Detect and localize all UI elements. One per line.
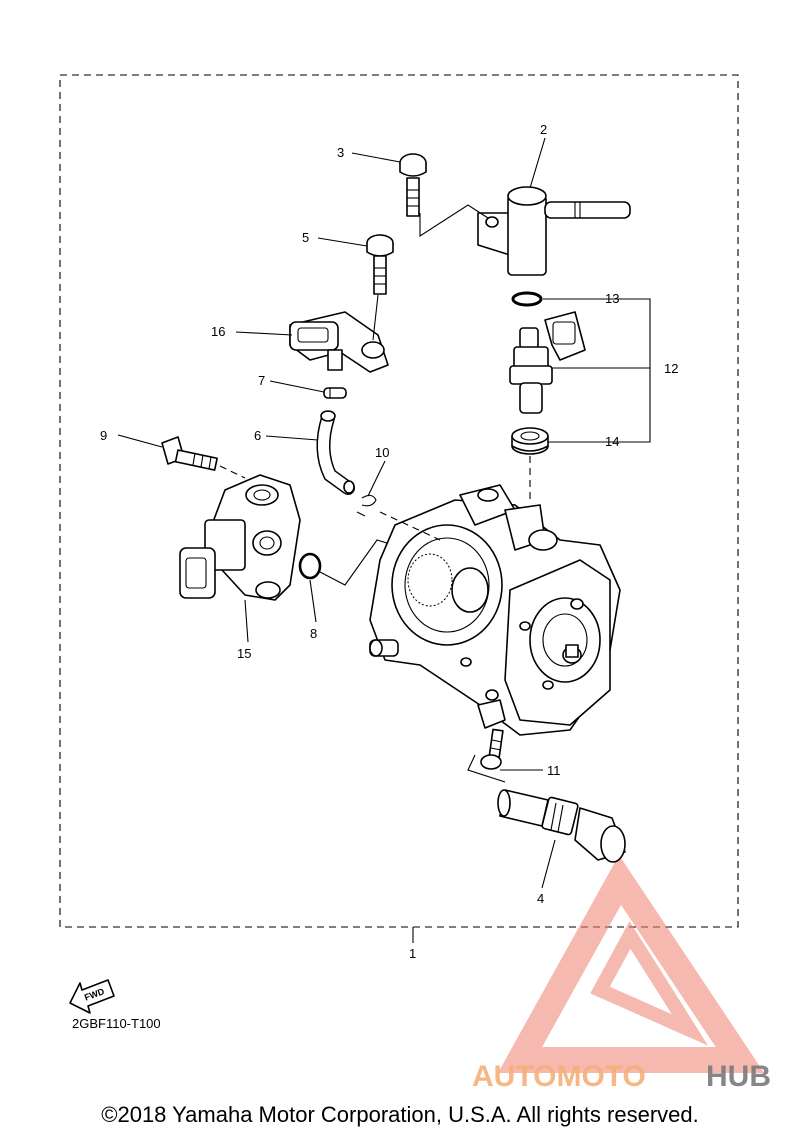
watermark-brand: AUTOMOTO <box>472 1060 646 1093</box>
callout-16: 16 <box>211 324 225 339</box>
callout-1: 1 <box>409 946 416 961</box>
part-3-bolt <box>399 153 427 217</box>
callout-10: 10 <box>375 445 389 460</box>
automotohub-logo <box>497 855 765 1073</box>
part-5-bolt <box>366 234 394 295</box>
callout-3: 3 <box>337 145 344 160</box>
callout-5: 5 <box>302 230 309 245</box>
part-12-injector <box>509 311 586 414</box>
callout-6: 6 <box>254 428 261 443</box>
callout-9: 9 <box>100 428 107 443</box>
part-14-seal <box>511 427 549 455</box>
callout-14: 14 <box>605 434 619 449</box>
part-7-clip <box>323 387 347 399</box>
part-15-sensor <box>179 474 301 601</box>
callout-8: 8 <box>310 626 317 641</box>
callout-4: 4 <box>537 891 544 906</box>
fwd-arrow-icon: FWD <box>69 979 115 1014</box>
part-2-joint <box>477 186 631 276</box>
part-9-bolt <box>161 436 218 471</box>
part-10-clip <box>356 494 377 517</box>
callout-12: 12 <box>664 361 678 376</box>
callout-11: 11 <box>547 763 561 778</box>
copyright-notice: ©2018 Yamaha Motor Corporation, U.S.A. A… <box>101 1102 699 1127</box>
watermark-hub: HUB <box>706 1060 771 1093</box>
part-4-valve <box>497 789 626 863</box>
callout-2: 2 <box>540 122 547 137</box>
callout-7: 7 <box>258 373 265 388</box>
part-16-sensor <box>289 294 389 373</box>
assembly-boundary <box>59 74 739 928</box>
callout-15: 15 <box>237 646 251 661</box>
figure-code: 2GBF110-T100 <box>72 1016 161 1031</box>
part-11-screw <box>480 728 504 770</box>
part-13-oring <box>511 291 543 307</box>
part-1-throttle-body <box>369 484 621 736</box>
part-8-oring <box>298 552 322 580</box>
part-6-hose <box>316 410 355 495</box>
